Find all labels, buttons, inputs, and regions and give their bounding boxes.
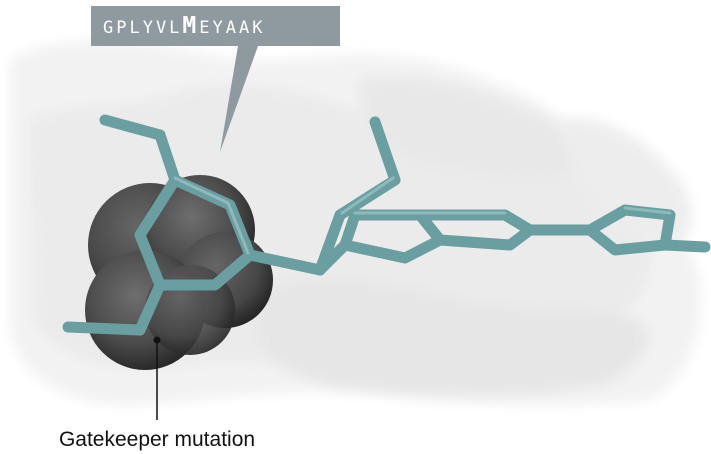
sequence-before: GPLYVL — [103, 18, 182, 38]
ligand-highlights — [173, 176, 672, 255]
sequence-mutated-residue: M — [182, 13, 199, 39]
annotation-caption: Gatekeeper mutation — [59, 428, 255, 451]
sequence-text: GPLYVLMEYAAK — [103, 13, 265, 39]
callout-box — [91, 6, 340, 46]
sequence-after: EYAAK — [199, 18, 265, 38]
callout-pointer — [220, 46, 258, 152]
sequence-callout: GPLYVLMEYAAK — [91, 6, 340, 152]
gatekeeper-annotation: Gatekeeper mutation — [59, 336, 255, 451]
